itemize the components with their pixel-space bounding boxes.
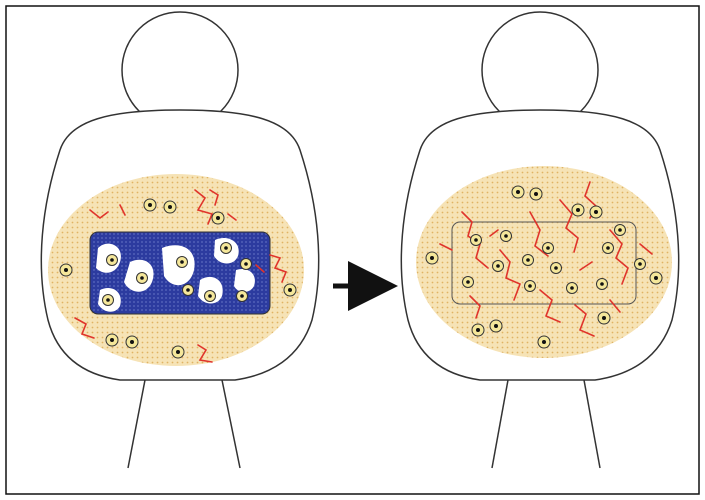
cell (602, 242, 614, 254)
cell (500, 230, 512, 242)
cell (106, 254, 118, 266)
cell (125, 335, 139, 349)
panel-after (400, 11, 680, 469)
figure-border (5, 5, 700, 495)
fibers-before (74, 189, 288, 363)
cell (211, 211, 225, 225)
cell (537, 335, 551, 349)
cell (143, 198, 157, 212)
leg-left-after (491, 379, 509, 469)
cell (425, 251, 439, 265)
leg-right-after (583, 379, 601, 469)
cell (283, 283, 297, 297)
cell (176, 256, 188, 268)
cell (489, 319, 503, 333)
cell (236, 290, 248, 302)
cell (136, 272, 148, 284)
cell (171, 345, 185, 359)
cell (614, 224, 626, 236)
cell (511, 185, 525, 199)
tissue-region-after (416, 166, 672, 358)
cell (589, 205, 603, 219)
cells-before (59, 198, 297, 359)
cell (240, 258, 252, 270)
panel-before (40, 11, 320, 469)
cell (102, 294, 114, 306)
cell (522, 254, 534, 266)
cell (596, 278, 608, 290)
cell (597, 311, 611, 325)
cell (550, 262, 562, 274)
cell (529, 187, 543, 201)
pore (234, 268, 255, 292)
cell (571, 203, 585, 217)
cell (524, 280, 536, 292)
cell (634, 258, 646, 270)
leg-right-before (221, 379, 241, 469)
cell (182, 284, 194, 296)
cell (470, 234, 482, 246)
cell (542, 242, 554, 254)
cell (204, 290, 216, 302)
cell (649, 271, 663, 285)
cell (492, 260, 504, 272)
cells-after (425, 185, 663, 349)
cell (105, 333, 119, 347)
cell (59, 263, 73, 277)
fibers-after (439, 181, 653, 337)
cell (471, 323, 485, 337)
cell (220, 242, 232, 254)
cell (462, 276, 474, 288)
cell (566, 282, 578, 294)
cell (163, 200, 177, 214)
leg-left-before (127, 379, 146, 469)
